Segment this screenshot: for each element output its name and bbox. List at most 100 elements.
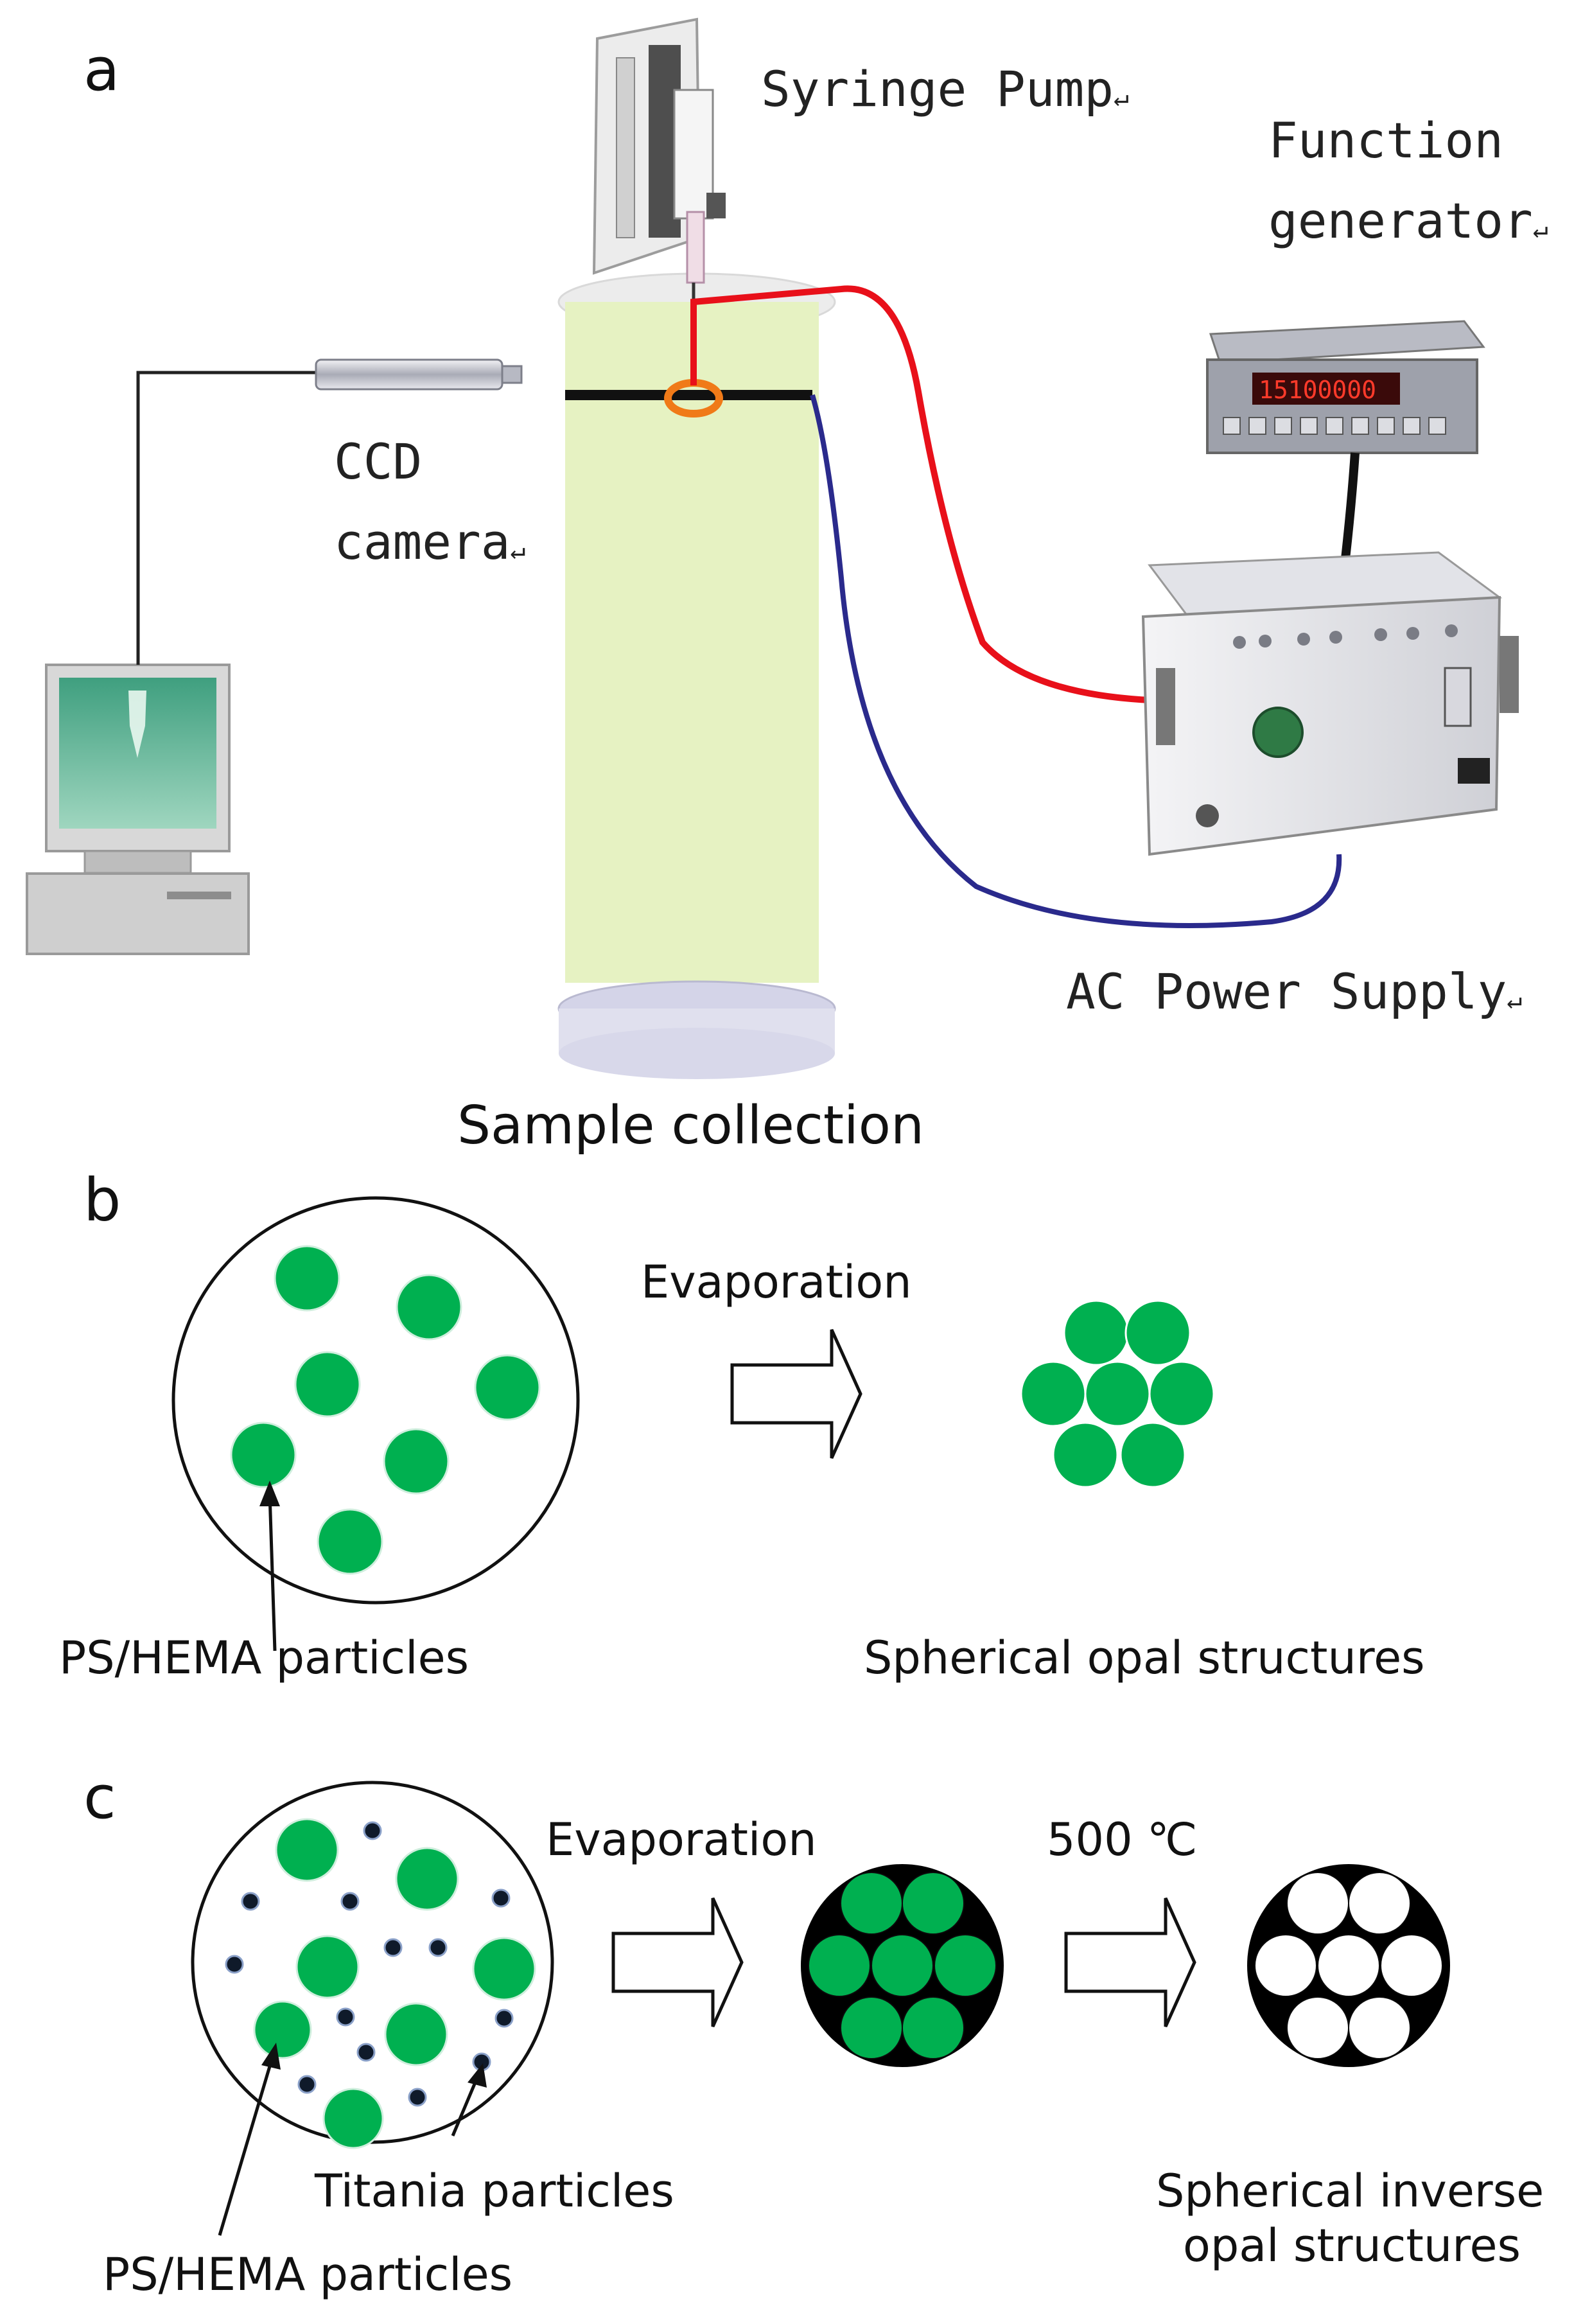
ps-hema-particle [294,1351,361,1418]
opal-cluster-b [1020,1299,1215,1488]
opal-sphere [1063,1299,1130,1366]
void-sphere [1380,1934,1443,1997]
ps-hema-particle [322,2088,384,2149]
function-generator-label-line2-group: generator↵ [1268,192,1548,249]
titania-particle [241,1892,260,1911]
sample-collection-label: Sample collection [457,1095,924,1156]
void-sphere [1254,1934,1317,1997]
drive-slot [167,892,231,899]
panel-letter-c: c [83,1763,116,1832]
ccd-label-line2: camera [334,513,511,570]
fg-psu-cable [1341,452,1360,559]
syringe-pump-label: Syringe Pump [761,60,1114,118]
opal-sphere [1119,1422,1186,1488]
droplet-on-screen [128,691,146,758]
inverse-opal-label-line2: opal structures [1183,2219,1521,2272]
opal-sphere [808,1934,871,1997]
process-arrow-c1 [611,1897,744,2028]
opal-sphere [902,1872,965,1935]
opal-sphere [871,1934,934,1997]
ac-power-supply-label: AC Power Supply [1066,963,1507,1020]
pointer-arrow-titania [451,2074,480,2136]
titania-particle [363,1821,382,1840]
ps-hema-particle [274,1245,340,1312]
function-generator-label-line1: Function [1268,112,1503,169]
monitor-stand [83,850,192,874]
ps-hema-particle [383,1428,450,1495]
return-mark: ↵ [1507,985,1522,1015]
computer-base [26,872,250,955]
titania-particle [356,2043,376,2062]
return-mark: ↵ [1114,83,1129,112]
evaporation-label-b: Evaporation [641,1256,912,1308]
opal-sphere [1124,1299,1191,1366]
titania-particle [491,1888,511,1908]
ccd-cable [136,371,318,665]
ps-hema-particle [474,1354,541,1421]
opal-label-b: Spherical opal structures [864,1632,1425,1684]
ccd-camera-icon [315,358,523,391]
opal-sphere [902,1996,965,2059]
opal-sphere [840,1996,903,2059]
blue-wire [810,394,1342,928]
return-mark: ↵ [1533,215,1548,244]
computer-icon [26,664,250,955]
ps-hema-particle [275,1818,339,1882]
opal-sphere [1084,1360,1151,1427]
pointer-arrow-ps-hema-c [218,2055,275,2236]
opal-sphere [1148,1360,1215,1427]
arrowhead [261,2043,281,2070]
opal-sphere [840,1872,903,1935]
ps-hema-label-c: PS/HEMA particles [103,2248,512,2301]
arrowhead [468,2063,487,2088]
ps-hema-particle [396,1274,462,1341]
void-sphere [1348,1996,1411,2059]
ac-power-supply-label-group: AC Power Supply↵ [1066,963,1522,1020]
red-wire [690,285,1150,703]
ps-hema-label-b: PS/HEMA particles [59,1632,469,1684]
ps-hema-particle [395,1847,459,1911]
ps-hema-particle [230,1422,297,1488]
titania-particle [408,2088,427,2107]
titania-particle [297,2075,317,2094]
fg-display: 15100000 [1259,376,1376,404]
collection-dish-bottom [559,1028,835,1079]
opal-sphere [1020,1360,1087,1427]
syringe-pump-icon [592,17,726,284]
arrowhead [259,1481,280,1506]
titania-particle [428,1938,448,1957]
process-arrow-b [730,1328,862,1459]
return-mark: ↵ [511,536,526,565]
pointer-arrow-ps-hema-b [268,1493,277,1651]
void-sphere [1286,1872,1349,1935]
opal-sphere [1052,1422,1119,1488]
ps-hema-particle [295,1935,360,1999]
opal-sphere [934,1934,997,1997]
opal-cluster-c [808,1872,997,2059]
ccd-label-line2-group: camera↵ [334,513,526,570]
function-generator-label-line2: generator [1268,192,1533,249]
ps-hema-particle [472,1937,536,2001]
process-arrow-c2 [1064,1897,1196,2028]
titania-particle [336,2007,355,2027]
titania-label: Titania particles [314,2165,674,2217]
void-sphere [1348,1872,1411,1935]
ps-hema-particle [317,1508,383,1575]
panel-a: a CCD camera↵ [26,17,1548,1156]
panel-c: c Titani [83,1763,1544,2301]
panel-letter-a: a [83,35,119,104]
syringe-pump-label-group: Syringe Pump↵ [761,60,1129,118]
void-sphere [1317,1934,1380,1997]
panel-letter-b: b [83,1166,121,1235]
temperature-label: 500 ℃ [1047,1813,1197,1866]
ps-hema-particle [384,2002,448,2066]
panel-b: b PS/HEMA particles Evaporation Spherica… [59,1166,1425,1684]
ccd-label-line1: CCD [334,433,422,490]
ac-power-supply-icon [1141,551,1519,856]
column-body [565,302,819,983]
titania-particle [383,1938,403,1957]
inverse-opal-cluster [1254,1872,1443,2059]
inverse-opal-label-line1: Spherical inverse [1156,2165,1544,2217]
evaporation-label-c: Evaporation [546,1813,817,1866]
ps-hema-particle [253,2000,312,2059]
